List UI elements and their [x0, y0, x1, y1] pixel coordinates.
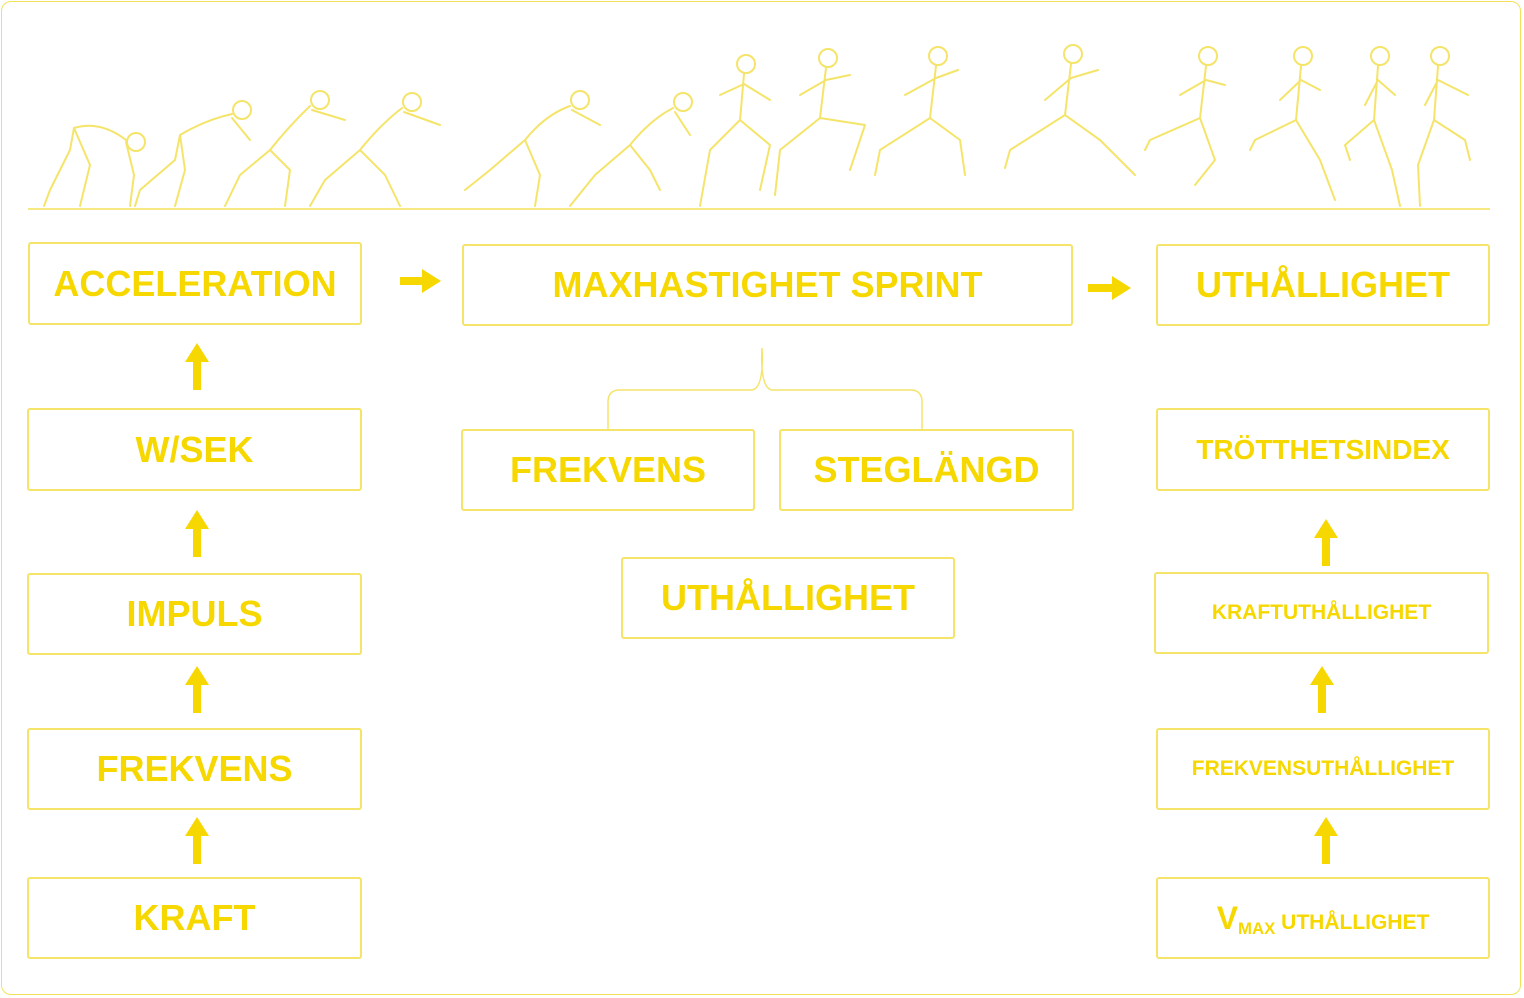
- endurance-label: UTHÅLLIGHET: [1196, 264, 1450, 305]
- trotthetsindex-box: TRÖTTHETSINDEX: [1156, 408, 1490, 491]
- steglangd-box: STEGLÄNGD: [779, 429, 1074, 511]
- frekvens-middle-label: FREKVENS: [509, 449, 707, 490]
- max-speed-label: MAXHASTIGHET SPRINT: [552, 264, 983, 305]
- runner-silhouette-icon: [134, 100, 252, 207]
- runner-silhouette-icon: [569, 92, 693, 207]
- runner-silhouette-icon: [1344, 46, 1401, 207]
- steglangd-label: STEGLÄNGD: [813, 449, 1040, 490]
- frekvens-left-box: FREKVENS: [27, 728, 362, 810]
- arrow-icon: [1314, 519, 1338, 566]
- arrow-icon: [1088, 276, 1131, 300]
- runner-silhouette-icon: [43, 124, 146, 207]
- kraftuthallighet-box: KRAFTUTHÅLLIGHET: [1154, 572, 1489, 654]
- kraftuthallighet-label: KRAFTUTHÅLLIGHET: [1211, 601, 1432, 624]
- trotthetsindex-label: TRÖTTHETSINDEX: [1196, 433, 1450, 465]
- runner-silhouette-icon: [1004, 44, 1136, 176]
- acceleration-box: ACCELERATION: [28, 242, 362, 325]
- max-speed-box: MAXHASTIGHET SPRINT: [462, 244, 1073, 326]
- vmax-sub: MAX: [1238, 918, 1276, 938]
- arrow-icon: [1310, 666, 1334, 713]
- runner-silhouette-icon: [1249, 46, 1336, 201]
- vmax-uthallighet-label: VMAX UTHÅLLIGHET: [1216, 899, 1430, 938]
- vmax-v: V: [1216, 899, 1239, 936]
- frekvens-middle-box: FREKVENS: [461, 429, 755, 511]
- runner-silhouette-icon: [774, 48, 866, 196]
- runner-silhouette-icon: [1417, 46, 1471, 207]
- arrow-icon: [185, 817, 209, 864]
- uthallighet-middle-label: UTHÅLLIGHET: [661, 577, 915, 618]
- runner-silhouette-icon: [874, 46, 966, 176]
- runner-silhouette-sequence-icon: [43, 44, 1471, 207]
- arrow-icon: [185, 666, 209, 713]
- w-sek-box: W/SEK: [27, 408, 362, 491]
- impuls-box: IMPULS: [27, 573, 362, 655]
- vmax-uthallighet-box: VMAX UTHÅLLIGHET: [1156, 877, 1490, 959]
- frekvensuthallighet-label: FREKVENSUTHÅLLIGHET: [1191, 757, 1455, 780]
- runner-silhouette-icon: [464, 90, 601, 207]
- arrow-icon: [1314, 817, 1338, 864]
- runner-silhouette-icon: [224, 90, 346, 207]
- frekvens-left-label: FREKVENS: [96, 748, 293, 789]
- endurance-box: UTHÅLLIGHET: [1156, 244, 1490, 326]
- arrow-icon: [400, 269, 441, 293]
- acceleration-label: ACCELERATION: [53, 262, 337, 304]
- uthallighet-middle-box: UTHÅLLIGHET: [621, 557, 955, 639]
- arrow-icon: [185, 343, 209, 390]
- runner-silhouette-icon: [699, 54, 771, 207]
- w-sek-label: W/SEK: [135, 428, 254, 470]
- kraft-box: KRAFT: [27, 877, 362, 959]
- impuls-label: IMPULS: [126, 593, 263, 634]
- arrow-icon: [185, 510, 209, 557]
- runner-silhouette-icon: [1144, 46, 1226, 186]
- frekvensuthallighet-box: FREKVENSUTHÅLLIGHET: [1156, 728, 1490, 810]
- vmax-rest: UTHÅLLIGHET: [1275, 910, 1430, 934]
- kraft-label: KRAFT: [133, 897, 256, 938]
- bracket-icon: [607, 347, 923, 430]
- runner-silhouette-icon: [309, 92, 441, 207]
